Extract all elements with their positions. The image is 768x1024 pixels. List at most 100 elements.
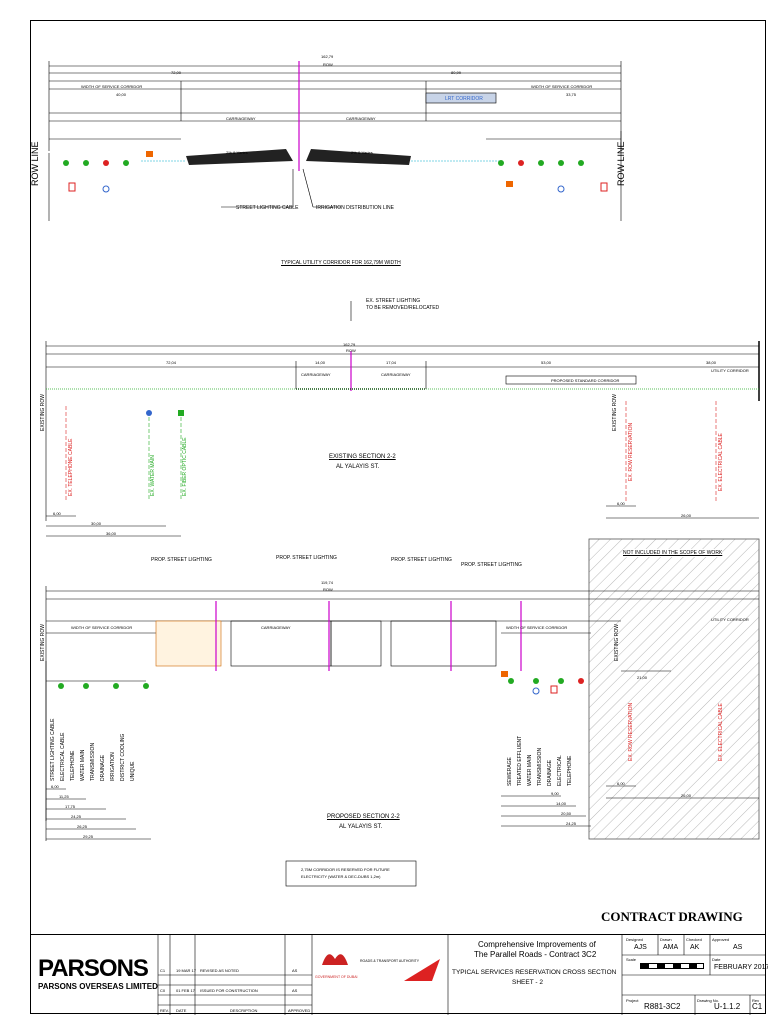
s3-dim-26-r: 26,00 xyxy=(681,793,692,798)
project-label: Project xyxy=(626,998,639,1003)
approved-label: Approved xyxy=(712,937,730,942)
s2-existing-row-left: EXISTING ROW xyxy=(40,394,46,431)
s3-left-utility-5: TRANSMISSION xyxy=(90,742,96,781)
s3-existing-row-left: EXISTING ROW xyxy=(40,624,46,661)
s3-note-1: 2,75M CORRIDOR IS RESERVED FOR FUTURE xyxy=(301,867,390,872)
section-3 xyxy=(45,586,759,887)
s1-caption: TYPICAL UTILITY CORRIDOR FOR 162,79M WID… xyxy=(281,260,401,266)
rev-header-rev: REV. xyxy=(160,1008,169,1013)
scale-bar xyxy=(640,963,704,969)
s2-ex-telephone: EX. TELEPHONE CABLE xyxy=(68,438,74,496)
s2-dim-26r: 26,00 xyxy=(681,513,692,518)
s2-ex-water: EX. WATER MAIN xyxy=(150,455,156,496)
section-3-utility-markers xyxy=(58,671,584,695)
designed-label: Designed xyxy=(626,937,643,942)
s2-ex-lighting-2: TO BE REMOVED/RELOCATED xyxy=(366,305,440,311)
s3-left-utility-4: WATER MAIN xyxy=(80,749,86,781)
designed-value: AJS xyxy=(634,944,647,951)
s3-dim-right-1: 9,00 xyxy=(551,791,559,796)
s3-right-utility-5: DRAINAGE xyxy=(547,759,553,786)
s1-row-line-right: ROW LINE xyxy=(616,141,626,186)
s3-ex-elec-cable: EX. ELECTRICAL CABLE xyxy=(718,703,724,761)
sheet-title-2: SHEET - 2 xyxy=(512,979,543,986)
s3-row-label: ROW xyxy=(323,587,333,592)
s3-right-utility-4: TRANSMISSION xyxy=(537,747,543,786)
s1-lrt-corridor: LRT CORRIDOR xyxy=(445,96,483,102)
company-logo: PARSONS xyxy=(38,955,149,982)
title-block-grid xyxy=(157,935,766,1015)
section-2 xyxy=(45,301,760,537)
s3-service-right: WIDTH OF SERVICE CORRIDOR xyxy=(506,625,568,630)
checked-label: Checked xyxy=(686,937,702,942)
section-2-fiber-marker xyxy=(178,410,184,416)
s2-carriageway-left: CARRIAGEWAY xyxy=(301,372,331,377)
s1-row-line-left: ROW LINE xyxy=(30,141,40,186)
rev-row-2-desc: ISSUED FOR CONSTRUCTION xyxy=(200,988,258,993)
s1-right-dim: 80,99 xyxy=(451,70,462,75)
s3-dim-6-r: 6,00 xyxy=(617,781,625,786)
s3-right-utility-3: WATER MAIN xyxy=(527,754,533,786)
s2-ex-row-reservation: EX. ROW RESERVATION xyxy=(628,422,634,481)
scale-label: Scale xyxy=(626,957,637,962)
s2-dim-right: 38,00 xyxy=(706,360,717,365)
rev-row-1-by: AS xyxy=(292,968,298,973)
s3-caption-1: PROPOSED SECTION 2-2 xyxy=(327,814,400,820)
drawing-canvas xyxy=(45,61,760,887)
approved-value: AS xyxy=(733,944,743,951)
sheet-title-1: TYPICAL SERVICES RESERVATION CROSS SECTI… xyxy=(452,969,617,976)
s2-dim-cw-left: 14,00 xyxy=(315,360,326,365)
checked-value: AK xyxy=(690,944,700,951)
rta-logo xyxy=(402,953,442,983)
s1-left-dim: 72,00 xyxy=(171,70,182,75)
s2-dim-6: 6,00 xyxy=(53,511,61,516)
s3-dim-left-1: 6,00 xyxy=(51,784,59,789)
date-value: FEBRUARY 2017 xyxy=(714,964,768,971)
s2-existing-row-right: EXISTING ROW xyxy=(612,394,618,431)
drawn-label: Drawn xyxy=(660,937,672,942)
rev-header-desc: DESCRIPTION xyxy=(230,1008,258,1013)
s3-utility-corridor: UTILITY CORRIDOR xyxy=(711,617,749,622)
s3-left-utility-7: IRRIGATION xyxy=(110,752,116,781)
s3-dim-21: 21,00 xyxy=(637,675,648,680)
s3-lighting-label-1: PROP. STREET LIGHTING xyxy=(151,557,212,563)
s3-lighting-label-2: PROP. STREET LIGHTING xyxy=(276,555,337,561)
s1-carriageway-left: CARRIAGEWAY xyxy=(226,116,256,121)
company-sub: PARSONS OVERSEAS LIMITED xyxy=(38,982,158,991)
s2-carriageway-right: CARRIAGEWAY xyxy=(381,372,411,377)
section-3-hatch xyxy=(588,538,760,840)
s2-dim-6r: 6,00 xyxy=(617,501,625,506)
s3-caption-2: AL YALAYIS ST. xyxy=(339,824,383,830)
s1-irrigation-line: IRRIGATION DISTRIBUTION LINE xyxy=(316,205,394,211)
s3-lighting-label-4: PROP. STREET LIGHTING xyxy=(461,562,522,568)
project-title-2: The Parallel Roads - Contract 3C2 xyxy=(474,950,597,959)
s2-dim-36: 36,00 xyxy=(106,531,117,536)
s2-row-label: ROW xyxy=(346,348,356,353)
s3-left-utility-6: DRAINAGE xyxy=(100,754,106,781)
s3-left-utility-8: DISTRICT COOLING xyxy=(120,733,126,781)
s3-note-2: ELECTRICITY (WATER & DEC-DUBS 1,2m) xyxy=(301,874,381,879)
s1-carriageway-right: CARRIAGEWAY xyxy=(346,116,376,121)
s3-dim-left-3: 17,75 xyxy=(65,804,76,809)
s3-not-included: NOT INCLUDED IN THE SCOPE OF WORK xyxy=(623,549,723,557)
s3-dim-left-2: 11,25 xyxy=(59,794,69,799)
drawn-value: AMA xyxy=(663,944,679,951)
rta-label: ROADS & TRANSPORT AUTHORITY xyxy=(360,959,420,963)
s3-right-utility-6: ELECTRICAL xyxy=(557,755,563,786)
s2-ex-fiber: EX. FIBER OPTIC CABLE xyxy=(182,437,188,496)
s3-lighting-label-3: PROP. STREET LIGHTING xyxy=(391,557,452,563)
s3-existing-row-right: EXISTING ROW xyxy=(614,624,620,661)
s2-overall-dim: 162,79 xyxy=(343,342,356,347)
rev-row-1-rev: C1 xyxy=(160,968,166,973)
s1-slope-right: 2% & Varies xyxy=(351,150,373,155)
rev-row-2-by: AS xyxy=(292,988,298,993)
s3-right-utility-1: SEWERAGE xyxy=(507,757,513,786)
project-title-1: Comprehensive Improvements of xyxy=(478,940,596,949)
s2-ex-elec-cable: EX. ELECTRICAL CABLE xyxy=(718,433,724,491)
section-1 xyxy=(48,61,622,221)
project-value: R881-3C2 xyxy=(644,1002,681,1011)
drawing-no: U-1.1.2 xyxy=(714,1002,741,1011)
title-block: PARSONS PARSONS OVERSEAS LIMITED C1 19 M… xyxy=(30,934,768,1015)
rev-row-1-date: 19 MAR 17 xyxy=(176,968,197,973)
s2-proposed-lrt: PROPOSED STANDARD CORRIDOR xyxy=(551,378,620,383)
s3-dim-right-2: 14,00 xyxy=(556,801,567,806)
